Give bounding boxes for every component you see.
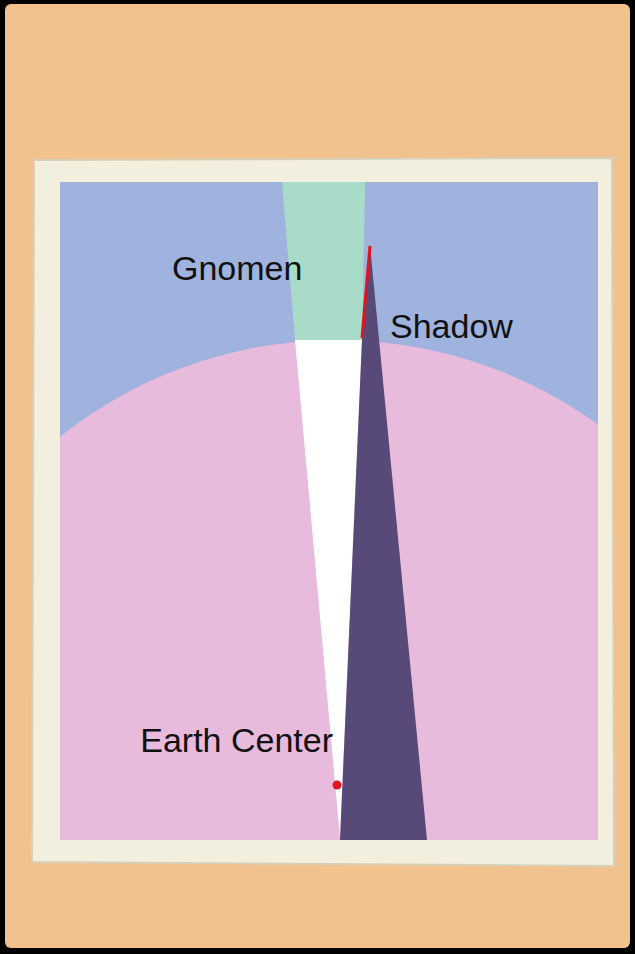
earth	[60, 340, 598, 840]
label: Gnomen	[172, 250, 302, 287]
label: Earth Center	[140, 722, 333, 759]
label: Shadow	[390, 308, 513, 345]
gnomon-line	[362, 246, 370, 338]
earth-center-dot	[333, 781, 342, 790]
